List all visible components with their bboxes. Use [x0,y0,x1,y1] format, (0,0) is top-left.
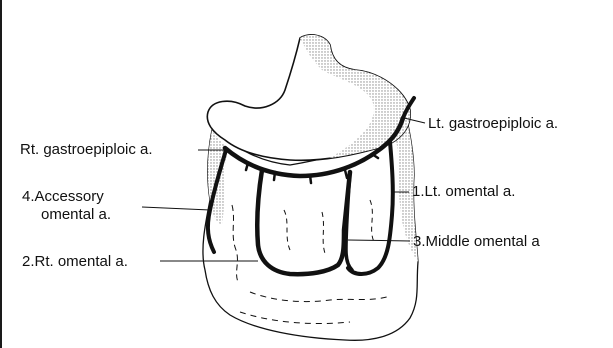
label-accessory-omental-line2: omental a. [41,206,111,224]
label-accessory-omental: 4.Accessory omental a. [22,188,111,224]
label-lt-omental: 1.Lt. omental a. [412,183,515,201]
label-rt-gastroepiploic: Rt. gastroepiploic a. [20,141,153,159]
label-middle-omental: 3.Middle omental a [413,233,540,251]
leader-accessory-omental [142,207,210,210]
label-accessory-omental-line1: 4.Accessory [22,188,111,206]
label-lt-gastroepiploic: Lt. gastroepiploic a. [428,115,558,133]
label-rt-omental: 2.Rt. omental a. [22,253,128,271]
